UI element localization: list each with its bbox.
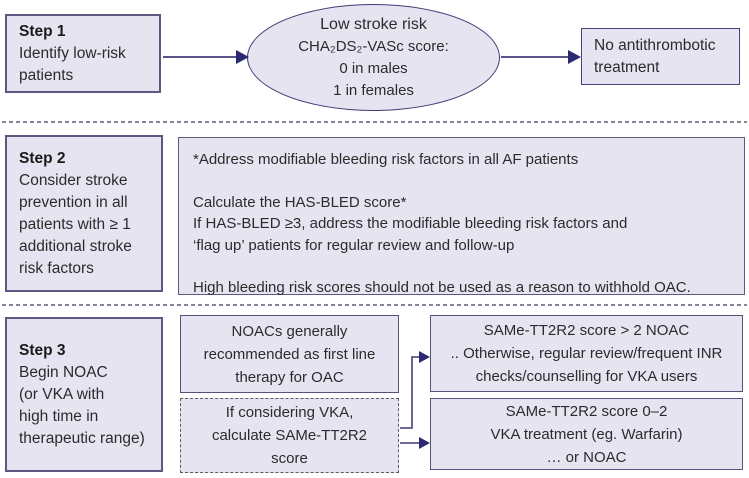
same-02-line: SAMe-TT2R2 score 0–2 — [505, 402, 668, 420]
noac-line: NOACs generally — [231, 322, 348, 340]
panel-line: ‘flag up’ patients for regular review an… — [193, 236, 515, 254]
same-tt2r2-gt2-box: SAMe-TT2R2 score > 2 NOAC .. Otherwise, … — [430, 315, 743, 392]
same-02-line: … or NOAC — [546, 448, 627, 466]
no-antithrombotic-treatment-box: No antithrombotic treatment — [581, 28, 740, 85]
step3-title: Step 3 — [19, 341, 66, 359]
step2-line: Consider stroke — [19, 171, 128, 189]
panel-line: Calculate the HAS-BLED score* — [193, 193, 407, 211]
step3-box: Step 3 Begin NOAC (or VKA with high time… — [5, 317, 163, 472]
step3-line: high time in — [19, 407, 99, 425]
vka-line: calculate SAMe-TT2R2 — [211, 427, 368, 444]
no-treatment-line: No antithrombotic — [594, 36, 716, 54]
bleeding-risk-paragraph: *Address modifiable bleeding risk factor… — [193, 149, 578, 171]
no-treatment-line: treatment — [594, 58, 660, 76]
step3-line: (or VKA with — [19, 385, 105, 403]
step2-line: additional stroke — [19, 237, 132, 255]
same-gt2-line: SAMe-TT2R2 score > 2 NOAC — [483, 322, 690, 339]
noac-first-line-box: NOACs generally recommended as first lin… — [180, 315, 399, 393]
vka-line: score — [271, 450, 308, 467]
panel-line: High bleeding risk scores should not be … — [193, 279, 691, 296]
considering-vka-box: If considering VKA, calculate SAMe-TT2R2… — [180, 398, 399, 473]
same-gt2-line: .. Otherwise, regular review/frequent IN… — [450, 345, 723, 362]
step1-line: patients — [19, 66, 74, 84]
ellipse-line: 0 in males — [339, 59, 408, 77]
step3-line: Begin NOAC — [19, 363, 108, 381]
vka-line: If considering VKA, — [225, 404, 354, 421]
arrow-ellipse-to-treatment — [501, 50, 581, 64]
high-bleeding-risk-paragraph: High bleeding risk scores should not be … — [193, 277, 691, 299]
panel-line: If HAS-BLED ≥3, address the modifiable b… — [193, 215, 628, 232]
ellipse-line: CHA₂DS₂-VASc score: — [298, 37, 449, 55]
step2-line: risk factors — [19, 259, 94, 277]
low-stroke-risk-ellipse: Low stroke risk CHA₂DS₂-VASc score: 0 in… — [247, 4, 500, 111]
connector-vka-to-same-02 — [400, 437, 430, 449]
step3-line: therapeutic range) — [19, 429, 145, 447]
ellipse-line: 1 in females — [333, 81, 414, 99]
same-gt2-line: checks/counselling for VKA users — [475, 368, 698, 385]
noac-line: recommended as first line — [203, 345, 376, 363]
step1-box: Step 1 Identify low-risk patients — [5, 14, 161, 93]
step2-title: Step 2 — [19, 149, 66, 167]
same-tt2r2-0-2-box: SAMe-TT2R2 score 0–2 VKA treatment (eg. … — [430, 398, 743, 470]
has-bled-paragraph: Calculate the HAS-BLED score* If HAS-BLE… — [193, 192, 627, 257]
same-02-line: VKA treatment (eg. Warfarin) — [490, 425, 683, 443]
step2-line: prevention in all — [19, 193, 128, 211]
step2-box: Step 2 Consider stroke prevention in all… — [5, 135, 163, 292]
arrow-step1-to-ellipse — [163, 50, 249, 64]
step2-line: patients with ≥ 1 — [19, 215, 131, 233]
step1-line: Identify low-risk — [19, 44, 126, 62]
connector-vka-to-same-gt2 — [400, 351, 430, 429]
bleeding-risk-panel: *Address modifiable bleeding risk factor… — [178, 137, 745, 296]
noac-line: therapy for OAC — [235, 368, 344, 386]
panel-line: *Address modifiable bleeding risk factor… — [193, 151, 579, 168]
step1-title: Step 1 — [19, 22, 66, 40]
ellipse-title: Low stroke risk — [320, 15, 427, 33]
